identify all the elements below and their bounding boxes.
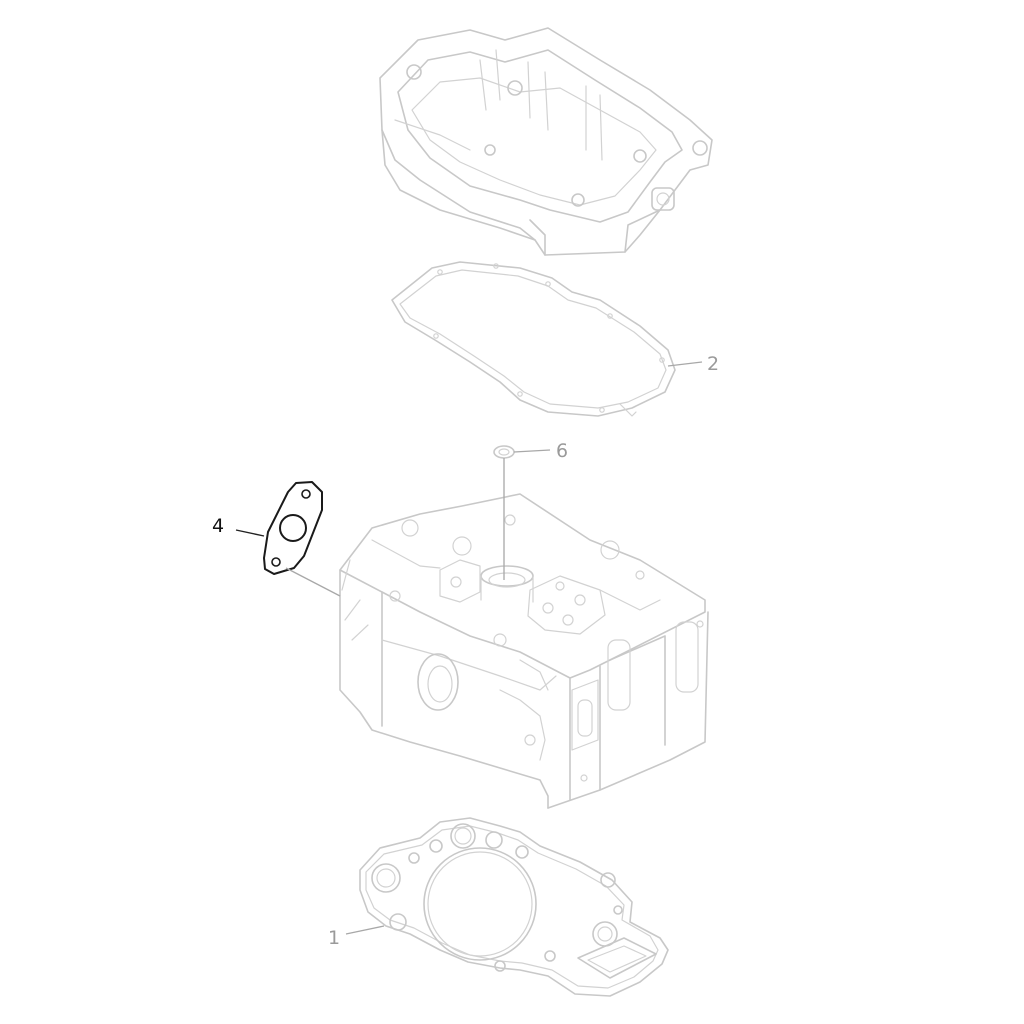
seal-ring bbox=[493, 445, 515, 459]
cylinder-head-gasket bbox=[359, 817, 669, 997]
valve-cover bbox=[379, 27, 713, 256]
callout-2: 2 bbox=[707, 353, 719, 375]
leader-line-4-axis bbox=[285, 567, 341, 597]
flange-gasket bbox=[263, 481, 323, 575]
leader-line-4 bbox=[235, 529, 265, 537]
cover-gasket bbox=[391, 261, 676, 417]
callout-4: 4 bbox=[212, 515, 224, 537]
callout-6: 6 bbox=[556, 440, 568, 462]
leader-line-2 bbox=[667, 361, 703, 367]
callout-1: 1 bbox=[328, 927, 340, 949]
leader-line-1 bbox=[345, 925, 385, 935]
cylinder-head bbox=[339, 493, 709, 809]
leader-line-6 bbox=[513, 449, 551, 453]
